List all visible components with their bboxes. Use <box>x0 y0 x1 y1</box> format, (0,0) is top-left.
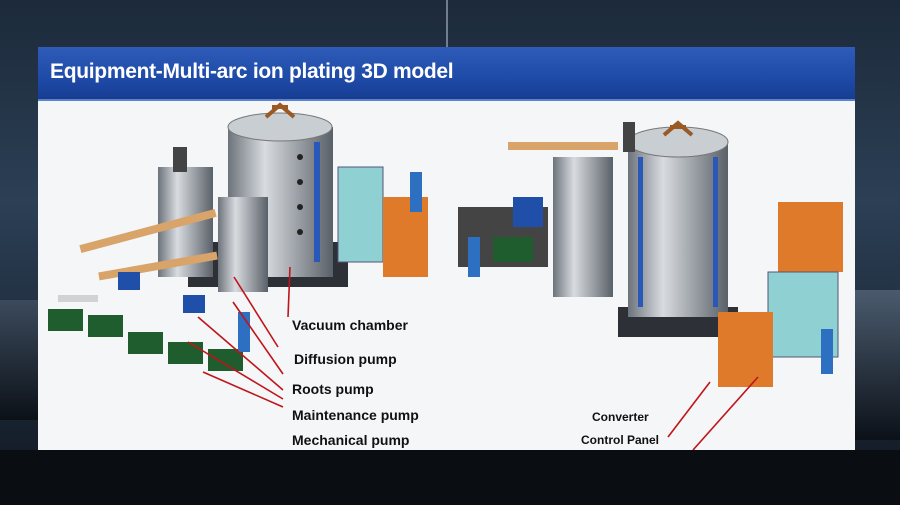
label-mechanical-pump: Mechanical pump <box>292 432 410 448</box>
label-vacuum-chamber: Vacuum chamber <box>292 317 408 333</box>
control-panel <box>767 271 839 358</box>
label-roots-pump: Roots pump <box>292 381 374 397</box>
right-machine <box>458 120 843 387</box>
background-cityscape-right <box>855 290 900 440</box>
label-converter: Converter <box>592 410 649 424</box>
label-maintenance-pump: Maintenance pump <box>292 407 419 423</box>
slide: Equipment-Multi-arc ion plating 3D model <box>38 47 855 450</box>
vacuum-chamber-right <box>628 142 728 317</box>
slide-header: Equipment-Multi-arc ion plating 3D model <box>38 47 855 101</box>
equipment-3d-model <box>48 102 843 450</box>
label-control-panel: Control Panel <box>581 433 660 447</box>
floor-shadow <box>0 450 900 505</box>
background-cityscape-left <box>0 300 38 420</box>
label-arrows <box>187 266 759 450</box>
mechanical-pumps <box>48 309 243 371</box>
slide-title: Equipment-Multi-arc ion plating 3D model <box>50 60 454 83</box>
label-diffusion-pump: Diffusion pump <box>294 351 397 367</box>
converter <box>718 312 773 387</box>
left-machine <box>48 102 428 371</box>
